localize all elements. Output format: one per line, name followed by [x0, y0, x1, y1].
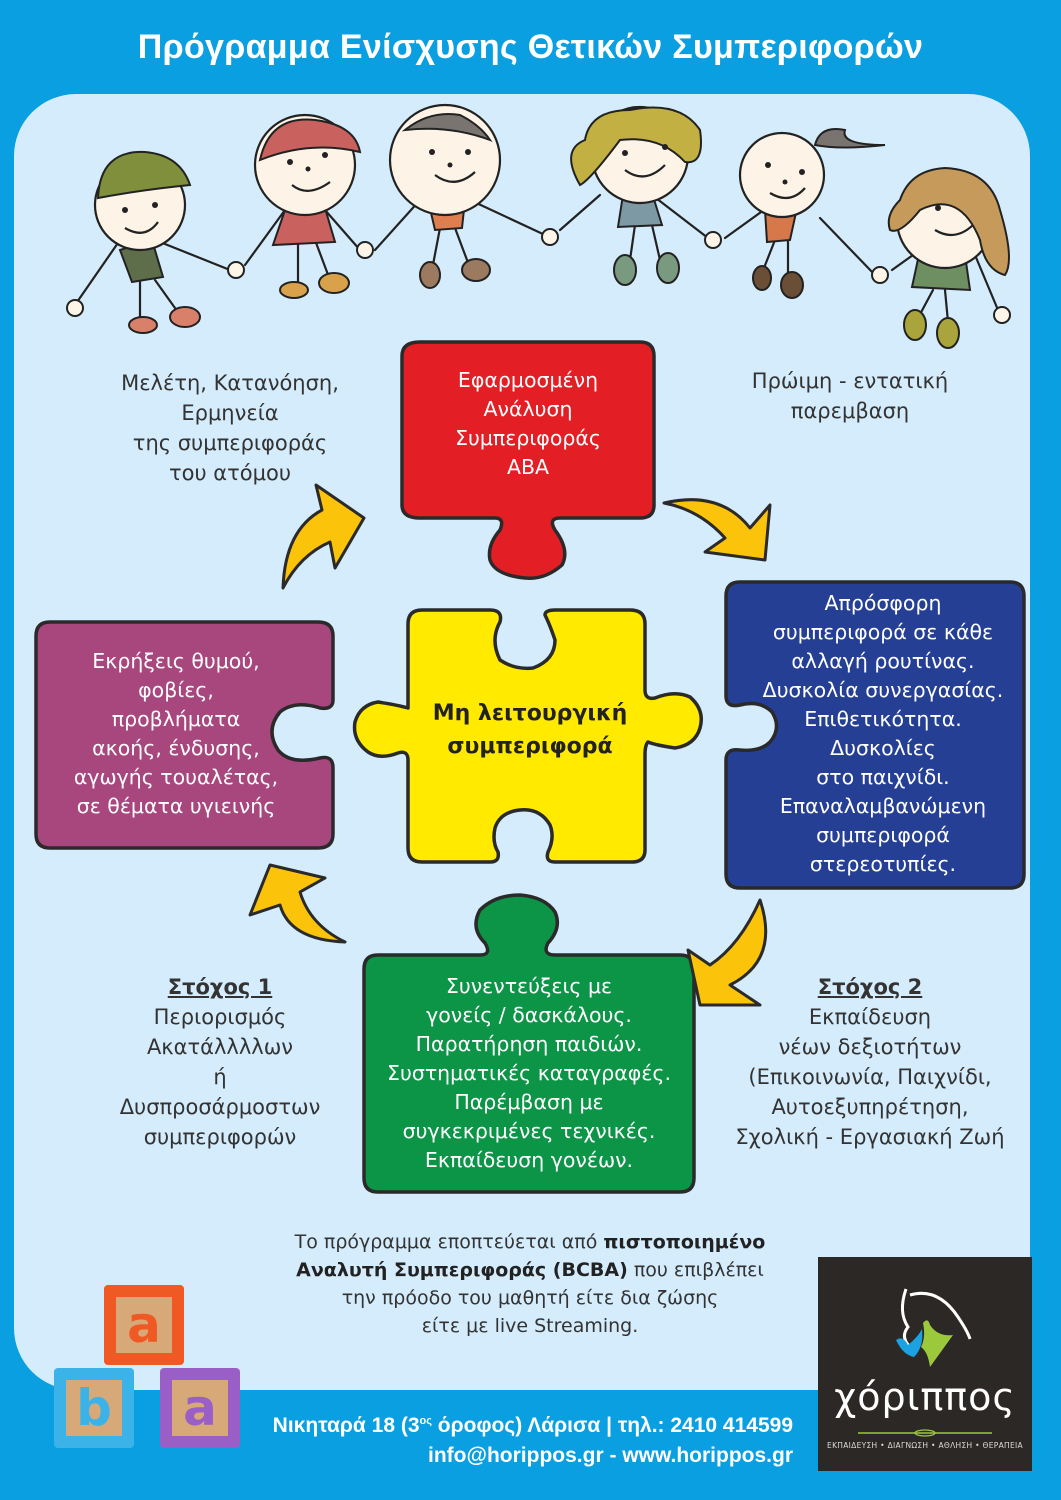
green-piece-text: Συνεντεύξεις με γονείς / δασκάλους. Παρα… — [364, 972, 694, 1175]
piece-line: συμπεριφορά σε κάθε — [772, 620, 994, 644]
piece-line: αλλαγή ρουτίνας. — [791, 649, 975, 673]
piece-line: Συστηματικές καταγραφές. — [387, 1061, 671, 1085]
piece-line: Επαναλαμβανώμενη — [779, 794, 987, 818]
goal-line: ή — [213, 1065, 227, 1089]
goal-line: (Επικοινωνία, Παιχνίδι, — [748, 1065, 992, 1089]
horippos-logo: χόριππος ΕΚΠΑΙΔΕΥΣΗ • ΔΙΑΓΝΩΣΗ • ΑΘΛΗΣΗ … — [818, 1257, 1032, 1471]
piece-line: αγωγής τουαλέτας, — [73, 765, 279, 789]
horse-head-with-figures-icon — [896, 1288, 972, 1367]
blue-piece-text: Απρόσφορη συμπεριφορά σε κάθε αλλαγή ρου… — [742, 589, 1024, 879]
goal-line: νέων δεξιοτήτων — [778, 1035, 962, 1059]
supervision-note: Το πρόγραμμα εποπτεύεται από πιστοποιημέ… — [250, 1228, 810, 1340]
piece-line: Δυσκολίες — [830, 736, 936, 760]
piece-line: Δυσκολία συνεργασίας. — [762, 678, 1004, 702]
note-bold: πιστοποιημένο — [603, 1231, 766, 1253]
piece-line: συγκεκριμένες τεχνικές. — [402, 1119, 656, 1143]
purple-piece-text: Εκρήξεις θυμού, φοβίες, προβλήματα ακοής… — [36, 647, 316, 821]
label-line: Ερμηνεία — [181, 401, 279, 425]
block-letter: a — [172, 1380, 228, 1436]
center-piece-text: Μη λειτουργική συμπεριφορά — [405, 697, 655, 763]
address-text: όροφος) Λάρισα | τηλ.: 2410 414599 — [431, 1414, 793, 1437]
piece-line: Παρέμβαση με — [454, 1090, 604, 1114]
label-line: της συμπεριφοράς — [132, 431, 328, 455]
note-text: είτε με live Streaming. — [421, 1315, 639, 1337]
page-title: Πρόγραμμα Ενίσχυσης Θετικών Συμπεριφορών — [137, 28, 924, 66]
block-a-bottom: a — [160, 1368, 240, 1448]
block-b: b — [54, 1368, 134, 1448]
piece-line: Εκρήξεις θυμού, — [92, 649, 260, 673]
piece-line: προβλήματα — [111, 707, 241, 731]
piece-line: Μη λειτουργική — [432, 701, 628, 726]
block-letter: b — [66, 1380, 122, 1436]
address-sup: ος — [419, 1415, 432, 1427]
red-piece-text: Εφαρμοσμένη Ανάλυση Συμπεριφοράς ABA — [402, 366, 654, 482]
label-line: Πρώιμη - εντατική — [751, 369, 949, 393]
goal-line: Εκπαίδευση — [808, 1005, 932, 1029]
label-line: παρεμβαση — [790, 399, 910, 423]
goal-1: Στόχος 1 Περιορισμός Ακατάλλλλων ή Δυσπρ… — [80, 972, 360, 1152]
piece-line: ακοής, ένδυσης, — [92, 736, 260, 760]
piece-line: Συνεντεύξεις με — [445, 974, 613, 998]
piece-line: γονείς / δασκάλους. — [426, 1003, 632, 1027]
piece-line: σε θέματα υγιεινής — [76, 794, 276, 818]
address-text: Νικηταρά 18 (3 — [272, 1414, 420, 1437]
piece-line: συμπεριφορά — [816, 823, 950, 847]
address-line: Νικηταρά 18 (3ος όροφος) Λάρισα | τηλ.: … — [273, 1406, 793, 1441]
piece-line: Συμπεριφοράς — [455, 426, 601, 450]
children-holding-hands-icon — [66, 103, 1011, 349]
ornament-divider — [858, 1429, 992, 1437]
goal-line: Αυτοεξυπηρέτηση, — [771, 1095, 969, 1119]
goal-line: Δυσπροσάρμοστων — [119, 1095, 321, 1119]
top-left-label: Μελέτη, Κατανόηση, Ερμηνεία της συμπεριφ… — [60, 368, 400, 488]
contact-info: Νικηταρά 18 (3ος όροφος) Λάρισα | τηλ.: … — [273, 1406, 793, 1471]
goal-line: Σχολική - Εργασιακή Ζωή — [735, 1125, 1005, 1149]
piece-line: Απρόσφορη — [824, 591, 942, 615]
piece-line: στερεοτυπίες. — [809, 852, 957, 876]
piece-line: Παρατήρηση παιδιών. — [415, 1032, 643, 1056]
email-website-link[interactable]: info@horippos.gr - www.horippos.gr — [428, 1444, 793, 1467]
goal-line: Ακατάλλλλων — [146, 1035, 294, 1059]
logo-name: χόριππος — [834, 1375, 1016, 1419]
label-line: Μελέτη, Κατανόηση, — [121, 371, 339, 395]
piece-line: συμπεριφορά — [447, 734, 613, 759]
note-bold: Αναλυτή Συμπεριφοράς (BCBA) — [296, 1259, 628, 1281]
piece-line: στο παιχνίδι. — [816, 765, 950, 789]
piece-line: Επιθετικότητα. — [804, 707, 962, 731]
note-text: την πρόοδο του μαθητή είτε δια ζώσης — [341, 1287, 719, 1309]
goal-2: Στόχος 2 Εκπαίδευση νέων δεξιοτήτων (Επι… — [700, 972, 1040, 1152]
goal-2-title: Στόχος 2 — [817, 975, 923, 999]
piece-line: Εφαρμοσμένη — [457, 368, 599, 392]
piece-line: Ανάλυση — [483, 397, 573, 421]
goal-line: Περιορισμός — [153, 1005, 287, 1029]
block-letter: a — [116, 1297, 172, 1353]
piece-line: Εκπαίδευση γονέων. — [424, 1148, 634, 1172]
goal-line: συμπεριφορών — [143, 1125, 297, 1149]
note-text: που επιβλέπει — [627, 1259, 764, 1281]
note-text: Το πρόγραμμα εποπτεύεται από — [294, 1231, 604, 1253]
logo-tagline: ΕΚΠΑΙΔΕΥΣΗ • ΔΙΑΓΝΩΣΗ • ΑΘΛΗΣΗ • ΘΕΡΑΠΕΙ… — [827, 1441, 1023, 1450]
top-right-label: Πρώιμη - εντατική παρεμβαση — [700, 366, 1000, 426]
piece-line: ABA — [506, 455, 550, 479]
piece-line: φοβίες, — [138, 678, 214, 702]
block-a-top: a — [104, 1285, 184, 1365]
goal-1-title: Στόχος 1 — [167, 975, 273, 999]
label-line: του ατόμου — [168, 461, 291, 485]
